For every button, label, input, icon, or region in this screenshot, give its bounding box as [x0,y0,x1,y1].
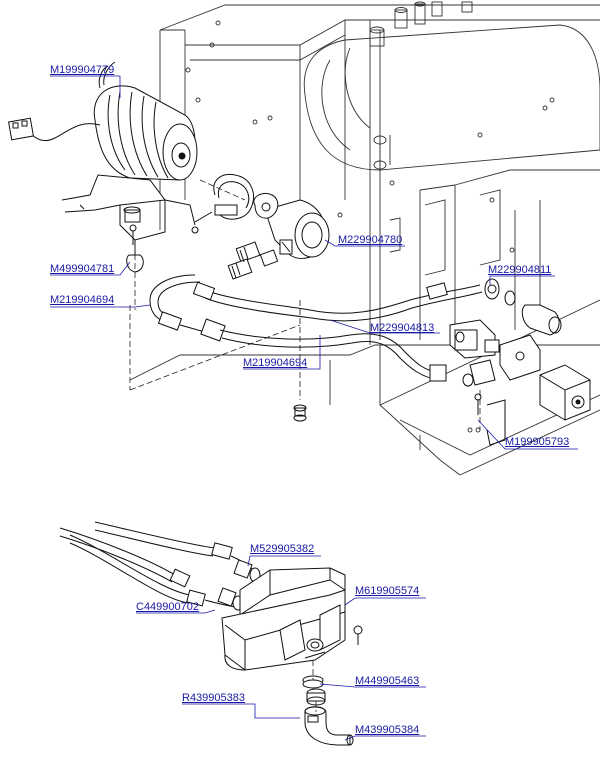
hoses-upper [149,274,562,382]
part-label-hose-2[interactable]: M219904694 [243,357,308,369]
part-label-ring-nut[interactable]: M449905463 [355,675,420,687]
drip-tray-assembly [221,567,363,671]
part-label-connector[interactable]: C449900702 [136,601,200,613]
part-label-hose-1[interactable]: M219904694 [50,294,115,306]
valve-block [449,319,591,446]
pump-head [227,192,330,280]
pump-clamp [191,173,254,234]
part-label-solenoid[interactable]: M199905793 [505,436,570,448]
part-label-tray[interactable]: R439905383 [182,692,246,704]
machine-frame [129,1,600,476]
lower-hoses [59,521,256,608]
part-label-motor[interactable]: M199904779 [50,64,115,76]
part-label-right-fitting[interactable]: M229904811 [488,264,552,276]
pump-motor [8,61,198,241]
part-label-mount[interactable]: M499904781 [50,263,115,275]
part-label-lower-fitting[interactable]: M529905382 [250,543,315,555]
part-label-elbow[interactable]: M439905384 [355,724,420,736]
part-label-pump-head[interactable]: M229904780 [338,234,403,246]
part-label-bracket[interactable]: M619905574 [355,585,420,597]
assembly-guides-lower [312,660,317,712]
assembly-guides-upper [129,179,481,430]
leader-lines [50,75,578,741]
part-label-fitting[interactable]: M229904813 [370,322,435,334]
